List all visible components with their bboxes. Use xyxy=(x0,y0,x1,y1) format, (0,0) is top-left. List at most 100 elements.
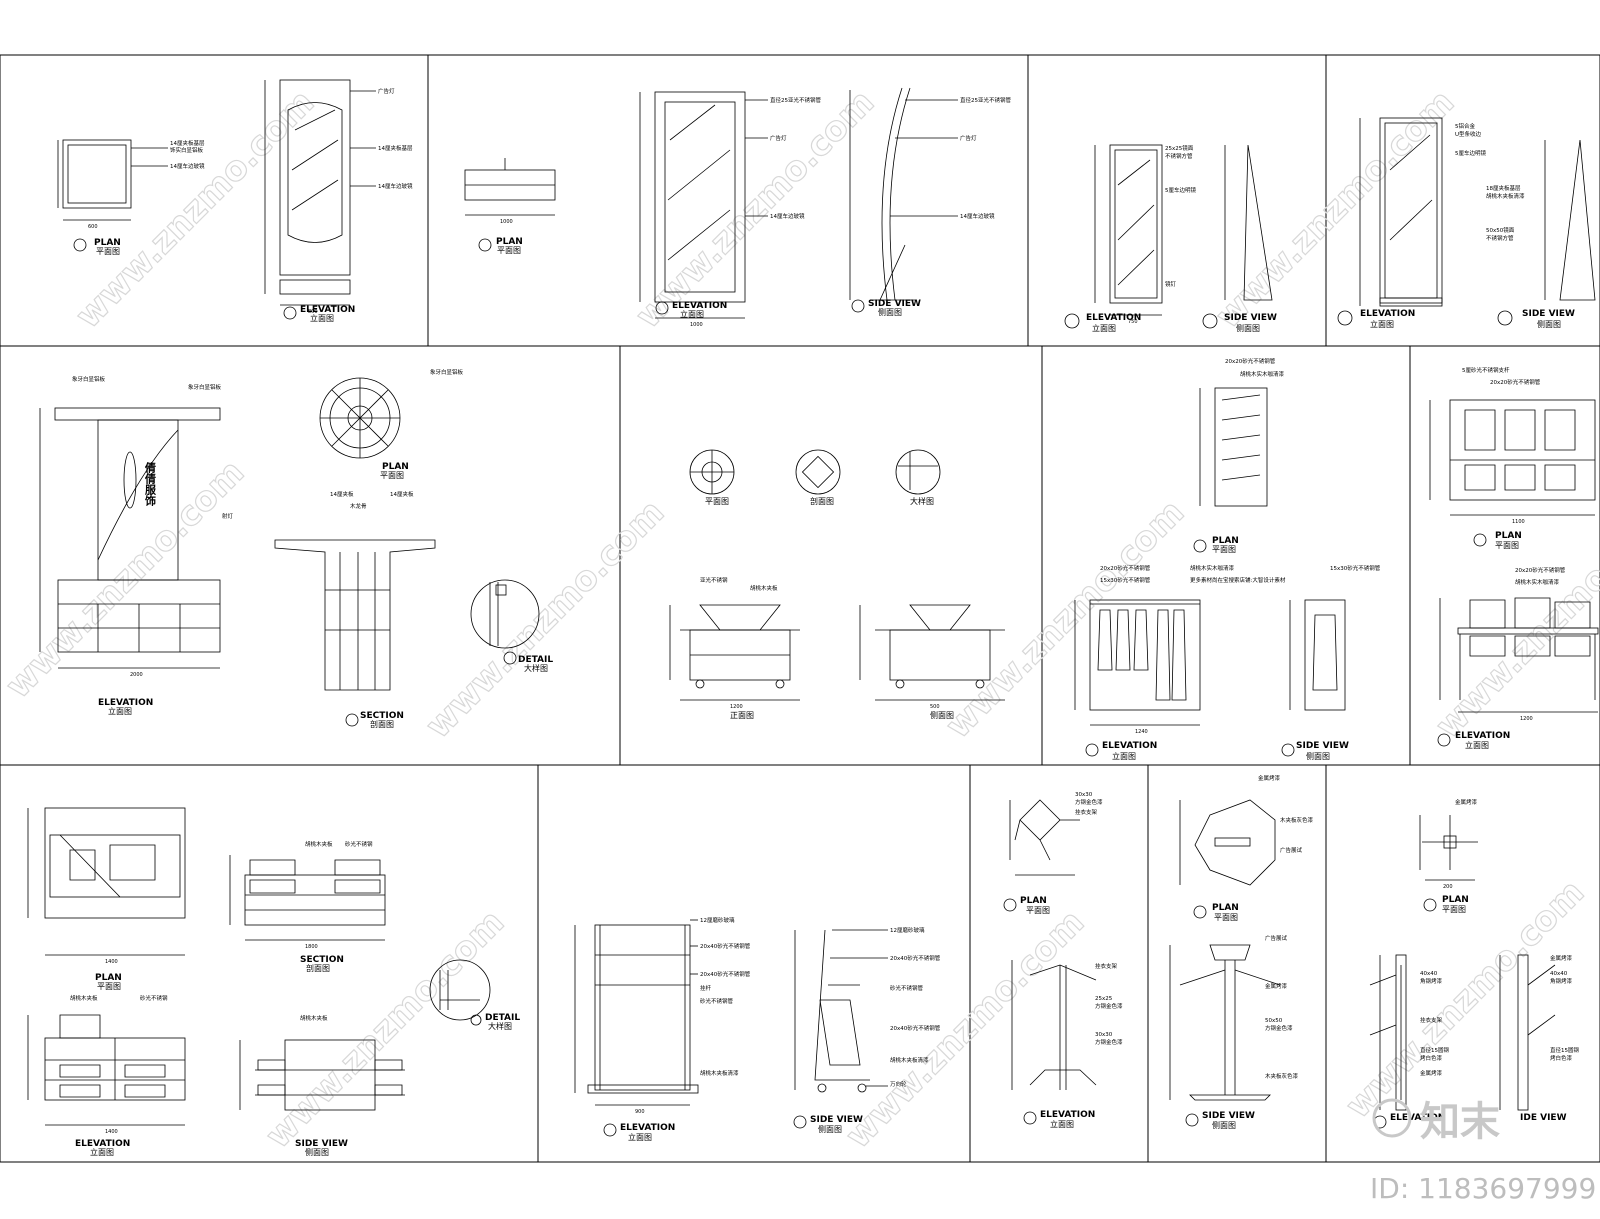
dimension-label: 1100 xyxy=(1512,519,1525,525)
panel-hanging-rack: 20x20砂光不锈钢管 胡桃木实木咖清漆 PLAN 平面图 1240 20x20… xyxy=(1074,357,1381,761)
annotation: 木夹板灰色漆 xyxy=(1265,1072,1299,1080)
annotation: 广告灯 xyxy=(770,134,787,142)
view-marker xyxy=(1497,310,1513,326)
elevation-caption: 立面图 xyxy=(90,1147,114,1157)
plan-outline xyxy=(44,807,186,919)
table-side xyxy=(889,629,991,681)
plan-caption: 平面图 xyxy=(497,246,521,255)
view-marker xyxy=(1023,1111,1037,1125)
annotation: 20x40砂光不锈钢管 xyxy=(700,942,751,950)
annotation: 胡桃木夹板清漆 xyxy=(700,1069,739,1077)
plan-caption: 平面图 xyxy=(1495,541,1519,550)
elevation-caption: 立面图 xyxy=(1112,751,1136,761)
annotation: 胡桃木实木咖清漆 xyxy=(1240,370,1285,378)
section-caption: 剖面图 xyxy=(370,719,394,729)
watermark-text: www.znzmo.com xyxy=(628,82,882,336)
plan-outline xyxy=(1214,387,1268,507)
annotation: 象牙白显铝板 xyxy=(188,383,222,391)
view-marker xyxy=(1185,1113,1199,1127)
annotation: 广告灯 xyxy=(960,134,977,142)
annotation: 30x30 xyxy=(1095,1032,1113,1038)
elevation-caption: 立面图 xyxy=(1370,319,1394,329)
annotation: 25x25镜面 xyxy=(1165,144,1194,152)
annotation: 胡桃木实木咖清漆 xyxy=(1190,564,1235,572)
side-view-title: IDE VIEW xyxy=(1520,1113,1567,1123)
panel-floor-mirror: 750 25x25镜面 不锈钢方管 5厘车边明镜 镜钉 ELEVATION 立面… xyxy=(1064,144,1277,333)
plan-caption: 平面图 xyxy=(380,471,404,480)
elevation-caption: 立面图 xyxy=(680,309,704,319)
elevation-title: ELEVATION xyxy=(1390,1113,1445,1123)
view-marker xyxy=(503,651,517,665)
annotation: 14厘夹板基层 xyxy=(378,144,413,152)
annotation: 直径15圆钢 xyxy=(1420,1046,1449,1054)
id-label: ID: 1183697999 xyxy=(1370,1172,1596,1205)
side-view-title: SIDE VIEW xyxy=(810,1115,863,1125)
annotation: 20x40砂光不锈钢管 xyxy=(890,1024,941,1032)
annotation: 直径25亚光不锈钢管 xyxy=(960,96,1011,104)
view-marker xyxy=(1337,310,1353,326)
annotation: 5厘砂光不锈钢支杆 xyxy=(1462,366,1510,374)
panel-mirror-with-stand: 5铝合金 U型条收边 5厘车边明镜 18厘夹板基层 胡桃木夹板清漆 50x50镜… xyxy=(1337,117,1596,329)
dimension-label: 500 xyxy=(930,704,940,710)
annotation: 木夹板灰色漆 xyxy=(1280,816,1314,824)
elevation-title: ELEVATION xyxy=(1040,1110,1095,1120)
annotation: 挂衣支架 xyxy=(1075,808,1098,816)
dimension-label: 1400 xyxy=(105,1129,118,1135)
annotation: 方钢金色漆 xyxy=(1095,1002,1123,1010)
annotation: 万向轮 xyxy=(890,1080,907,1088)
panel-grid xyxy=(0,54,1600,1163)
dimension-label: 750 xyxy=(1128,319,1138,325)
side-view-title: SIDE VIEW xyxy=(1202,1111,1255,1121)
elevation-caption: 立面图 xyxy=(310,313,334,323)
annotation: 14厘夹板基层 xyxy=(170,139,205,147)
annotation: 12厘磨砂玻璃 xyxy=(700,916,735,924)
detail-caption: 大样图 xyxy=(910,496,934,506)
side-view-title: SIDE VIEW xyxy=(1296,741,1349,751)
annotation: 5厘车边明镜 xyxy=(1165,186,1196,194)
annotation: 14厘夹板 xyxy=(390,490,414,498)
view-marker xyxy=(1193,905,1207,919)
plan-title: PLAN xyxy=(1442,895,1469,905)
annotation: 象牙白显铝板 xyxy=(72,375,106,383)
annotation: 方钢金色漆 xyxy=(1095,1038,1123,1046)
side-view-title: SIDE VIEW xyxy=(295,1139,348,1149)
panel-display-cabinet: 1100 5厘砂光不锈钢支杆 20x20砂光不锈钢管 PLAN 平面图 1200… xyxy=(1429,366,1599,750)
view-marker xyxy=(851,299,865,313)
detail-circle xyxy=(429,959,491,1021)
annotation: 20x20砂光不锈钢管 xyxy=(1100,564,1151,572)
watermark-text: www.znzmo.com xyxy=(938,492,1192,746)
annotation: 25x25 xyxy=(1095,996,1113,1002)
side-view-caption: 侧面图 xyxy=(878,307,902,317)
annotation: 广告展试 xyxy=(1265,934,1288,942)
view-marker xyxy=(1064,313,1080,329)
logo-text: 知末 xyxy=(1420,1099,1500,1145)
dimension-label: 900 xyxy=(635,1109,645,1115)
annotation: 20x40砂光不锈钢管 xyxy=(890,954,941,962)
dimension-label: 1200 xyxy=(1520,716,1533,722)
elevation-outline xyxy=(279,79,351,276)
annotation: 20x20砂光不锈钢管 xyxy=(1225,357,1276,365)
elevation-caption: 立面图 xyxy=(1092,323,1116,333)
annotation: 直径25亚光不锈钢管 xyxy=(770,96,821,104)
plan-title: PLAN xyxy=(496,237,523,247)
elevation-title: ELEVATION xyxy=(1360,309,1415,319)
section-outline xyxy=(274,539,436,691)
elevation-caption: 立面图 xyxy=(628,1132,652,1142)
annotation: 胡桃木夹板清漆 xyxy=(890,1056,929,1064)
rail-side xyxy=(1517,954,1529,1111)
detail-circle xyxy=(470,579,540,649)
dimension-label: 1400 xyxy=(105,959,118,965)
annotation: 广告展试 xyxy=(1280,846,1303,854)
plan-outline xyxy=(1449,399,1596,501)
annotation: 50x50 xyxy=(1265,1018,1283,1024)
annotation: 14厘车边玻镜 xyxy=(770,212,805,220)
annotation: U型条收边 xyxy=(1455,130,1482,138)
annotation: 砂光不锈钢管 xyxy=(700,997,734,1005)
annotation: 18厘夹板基层 xyxy=(1486,184,1521,192)
panel-garment-rack: 900 12厘磨砂玻璃 20x40砂光不锈钢管 20x40砂光不锈钢管 挂杆 砂… xyxy=(574,916,941,1142)
annotation: 木龙骨 xyxy=(350,502,367,510)
view-marker xyxy=(73,238,87,252)
stand-side xyxy=(1209,944,1251,961)
elevation-title: ELEVATION xyxy=(98,698,153,708)
